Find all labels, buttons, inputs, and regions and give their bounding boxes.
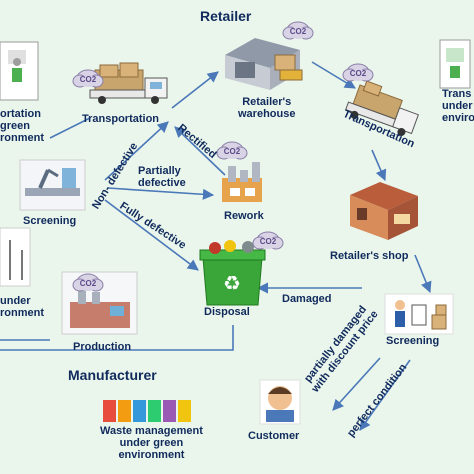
wind-turbine-icon [0,227,31,287]
rework-label: Rework [224,210,264,222]
warehouse-icon [225,38,303,90]
recycle-bin-icon: ♻ [199,240,266,306]
shop-icon [350,182,418,240]
charging-station-icon [0,41,39,101]
disposal-label: Disposal [204,306,250,318]
customer-icon [259,379,301,425]
co2-label: CO2 [80,75,97,84]
robot-arm-icon [19,159,86,211]
arrow-screening-to-customer-2 [359,359,411,431]
left-green-label: under ronment [0,295,44,319]
transport-green-left-label: ortation green ronment [0,108,44,144]
transportation-left-label: Transportation [82,113,160,125]
truck-icon-left [89,62,168,104]
co2-label: CO2 [224,147,241,156]
arrow-transport-to-left-green [49,117,91,139]
warehouse-label: Retailer's warehouse [238,96,296,120]
svg-text:♻: ♻ [223,271,241,295]
arrow-transport-to-shop [371,149,387,182]
partially-defective-label: Partially defective [138,165,186,189]
co2-label: CO2 [260,237,277,246]
charging-station-icon [439,39,471,89]
arrow-screening-to-rework [107,187,215,200]
arrow-screening-to-customer [332,357,381,411]
arrow-warehouse-to-transport [311,61,356,89]
co2-label: CO2 [290,27,307,36]
transport-green-right-label: Trans under enviro [442,88,474,124]
production-label: Production [73,341,132,353]
co2-label: CO2 [80,279,97,288]
flow-arrows [0,61,432,431]
arrow-shop-to-screening [414,254,432,294]
co2-label: CO2 [350,69,367,78]
retailer-title: Retailer [200,8,252,24]
damaged-label: Damaged [282,293,332,305]
manufacturer-title: Manufacturer [68,367,157,383]
customer-label: Customer [248,430,300,442]
inspector-icon [384,293,454,335]
arrow-disposal-down [0,325,234,351]
bins-icon [103,400,191,422]
truck-icon-right [345,80,419,137]
retailers-shop-label: Retailer's shop [330,250,409,262]
factory-icon-rework [222,162,262,202]
arrow-screening-to-transport [104,121,169,181]
waste-management-label: Waste management under green environment [100,425,203,461]
arrow-transport-to-warehouse [171,71,219,109]
screening-right-label: Screening [386,335,440,347]
arrow-screening-to-disposal-left [104,199,199,271]
arrow-rework-to-transport [174,126,226,176]
screening-left-label: Screening [23,215,77,227]
